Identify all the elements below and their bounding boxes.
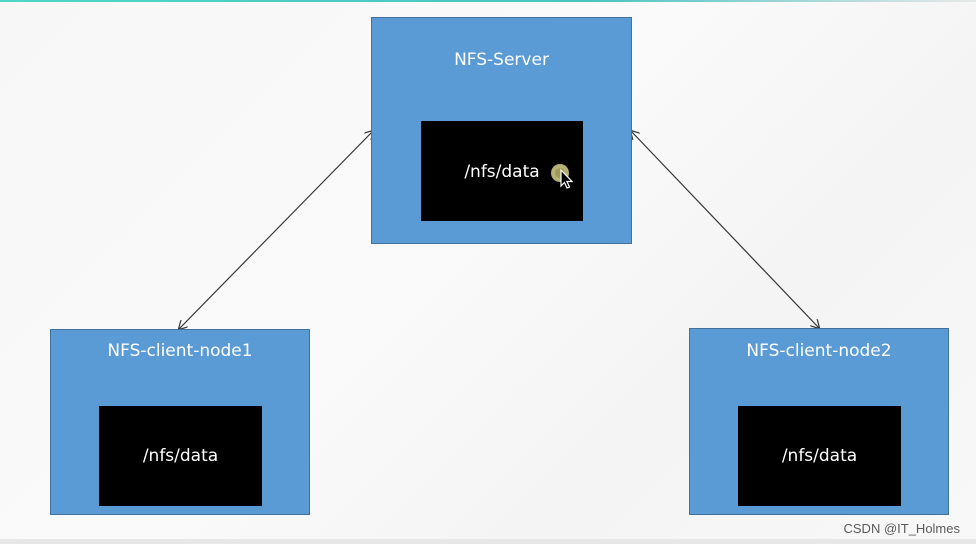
nfs-server-title: NFS-Server bbox=[454, 50, 549, 70]
nfs-client-node1-dir-box: /nfs/data bbox=[99, 406, 262, 506]
nfs-server-dir-label: /nfs/data bbox=[464, 162, 540, 182]
nfs-client-node1-title: NFS-client-node1 bbox=[107, 341, 253, 361]
mouse-pointer-icon bbox=[551, 164, 573, 189]
nfs-server-node: NFS-Server /nfs/data bbox=[371, 17, 632, 244]
nfs-client-node1: NFS-client-node1 /nfs/data bbox=[50, 329, 310, 515]
watermark: CSDN @IT_Holmes bbox=[843, 521, 961, 536]
link-server-client1 bbox=[179, 131, 373, 329]
bottom-strip bbox=[0, 539, 976, 544]
nfs-client-node2: NFS-client-node2 /nfs/data bbox=[689, 328, 949, 515]
nfs-client-node2-dir-label: /nfs/data bbox=[781, 446, 858, 466]
nfs-client-node1-dir-label: /nfs/data bbox=[142, 446, 219, 466]
nfs-client-node2-dir-box: /nfs/data bbox=[738, 406, 901, 506]
link-server-client2 bbox=[631, 131, 819, 328]
top-accent-line bbox=[0, 0, 976, 2]
nfs-client-node2-title: NFS-client-node2 bbox=[746, 341, 892, 361]
